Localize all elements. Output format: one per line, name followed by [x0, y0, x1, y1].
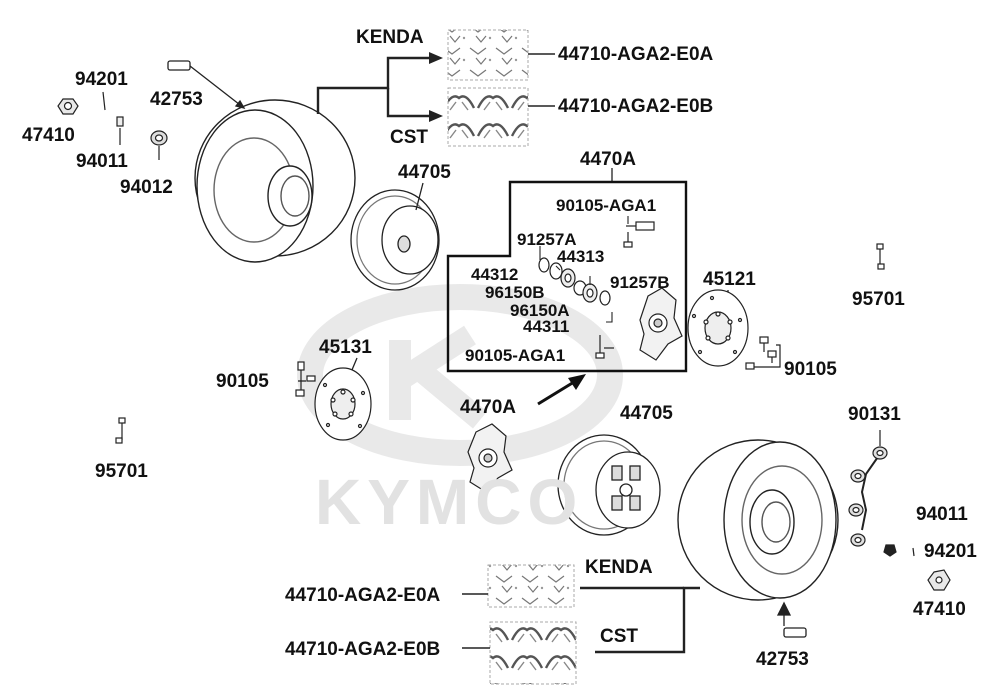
label-kenda-bottom: KENDA	[585, 557, 653, 578]
part-label-bolt-left: 90105	[216, 371, 269, 392]
label-kenda-top: KENDA	[356, 27, 424, 48]
part-label-disc-left: 45131	[319, 337, 372, 358]
part-label-seal-44312: 44312	[471, 265, 519, 284]
part-label-tire-kenda-bottom: 44710-AGA2-E0A	[285, 585, 441, 606]
tread-swatch-cst-bottom	[489, 621, 577, 685]
part-label-hub-assembly-arrow: 4470A	[460, 397, 516, 418]
part-label-bearing-96150b: 96150B	[485, 283, 545, 302]
bolts-right	[745, 336, 781, 370]
hub-leader-lines	[539, 216, 629, 323]
part-label-nut-right: 47410	[913, 599, 966, 620]
rim-top	[350, 189, 440, 291]
part-label-studs-right: 90131	[848, 404, 901, 425]
part-label-tire-cst-top: 44710-AGA2-E0B	[558, 96, 714, 117]
part-label-cap-right: 94201	[924, 541, 977, 562]
part-label-bolt-95701-left: 95701	[95, 461, 148, 482]
part-label-rim-bottom: 44705	[620, 403, 673, 424]
bolt-95701-right	[876, 243, 885, 270]
valve-bottom	[776, 601, 807, 638]
brake-disc-right	[687, 289, 749, 367]
tire-top	[194, 99, 356, 263]
brand-watermark: KYMCO	[315, 466, 584, 538]
part-label-bearing-96150a: 96150A	[510, 301, 570, 320]
tire-brand-connector-top	[316, 52, 443, 122]
part-label-bolt-upper-box: 90105-AGA1	[556, 196, 657, 215]
part-label-washer-right: 94011	[916, 504, 968, 525]
part-label-cap-left: 94201	[75, 69, 128, 90]
part-label-hub-assembly-box: 4470A	[580, 149, 636, 170]
hardware-top-left	[57, 91, 168, 160]
part-label-valve-bottom: 42753	[756, 649, 809, 670]
rim-bottom	[557, 434, 661, 536]
part-label-disc-right: 45121	[703, 269, 756, 290]
part-label-tire-kenda-top: 44710-AGA2-E0A	[558, 44, 714, 65]
part-label-circlip-b: 91257B	[610, 273, 670, 292]
part-label-nut-left: 47410	[22, 125, 75, 146]
part-label-bolt-right: 90105	[784, 359, 837, 380]
part-label-bolt-95701-right: 95701	[852, 289, 905, 310]
hub-parts	[538, 221, 683, 361]
label-cst-top: CST	[390, 127, 428, 148]
hub-assembly-arrow	[537, 374, 586, 406]
valve-top	[167, 60, 246, 110]
part-label-washer-left: 94011	[76, 151, 128, 172]
brake-disc-left	[314, 367, 372, 441]
part-label-bearing-44313: 44313	[557, 247, 605, 266]
bolt-95701-left	[115, 417, 126, 444]
tread-swatch-cst-top	[447, 87, 529, 147]
part-label-nut-94012: 94012	[120, 177, 173, 198]
tread-swatch-kenda-top	[447, 29, 529, 81]
label-cst-bottom: CST	[600, 626, 638, 647]
kymco-logo-watermark	[297, 284, 623, 466]
part-label-collar-44311: 44311	[523, 317, 570, 336]
part-label-tire-cst-bottom: 44710-AGA2-E0B	[285, 639, 441, 660]
hardware-bottom-right	[883, 544, 951, 591]
part-label-rim-top: 44705	[398, 162, 451, 183]
studs-right	[848, 430, 888, 547]
tire-brand-connector-bottom	[580, 586, 700, 654]
hub-assembly-frame	[446, 180, 688, 373]
part-label-valve-top: 42753	[150, 89, 203, 110]
tread-swatch-kenda-bottom	[487, 564, 575, 608]
tire-bottom	[677, 439, 839, 601]
hub-lower	[467, 423, 513, 493]
part-label-circlip-a: 91257A	[517, 230, 577, 249]
bolts-left	[295, 361, 316, 397]
part-label-bolt-lower-box: 90105-AGA1	[465, 346, 566, 365]
